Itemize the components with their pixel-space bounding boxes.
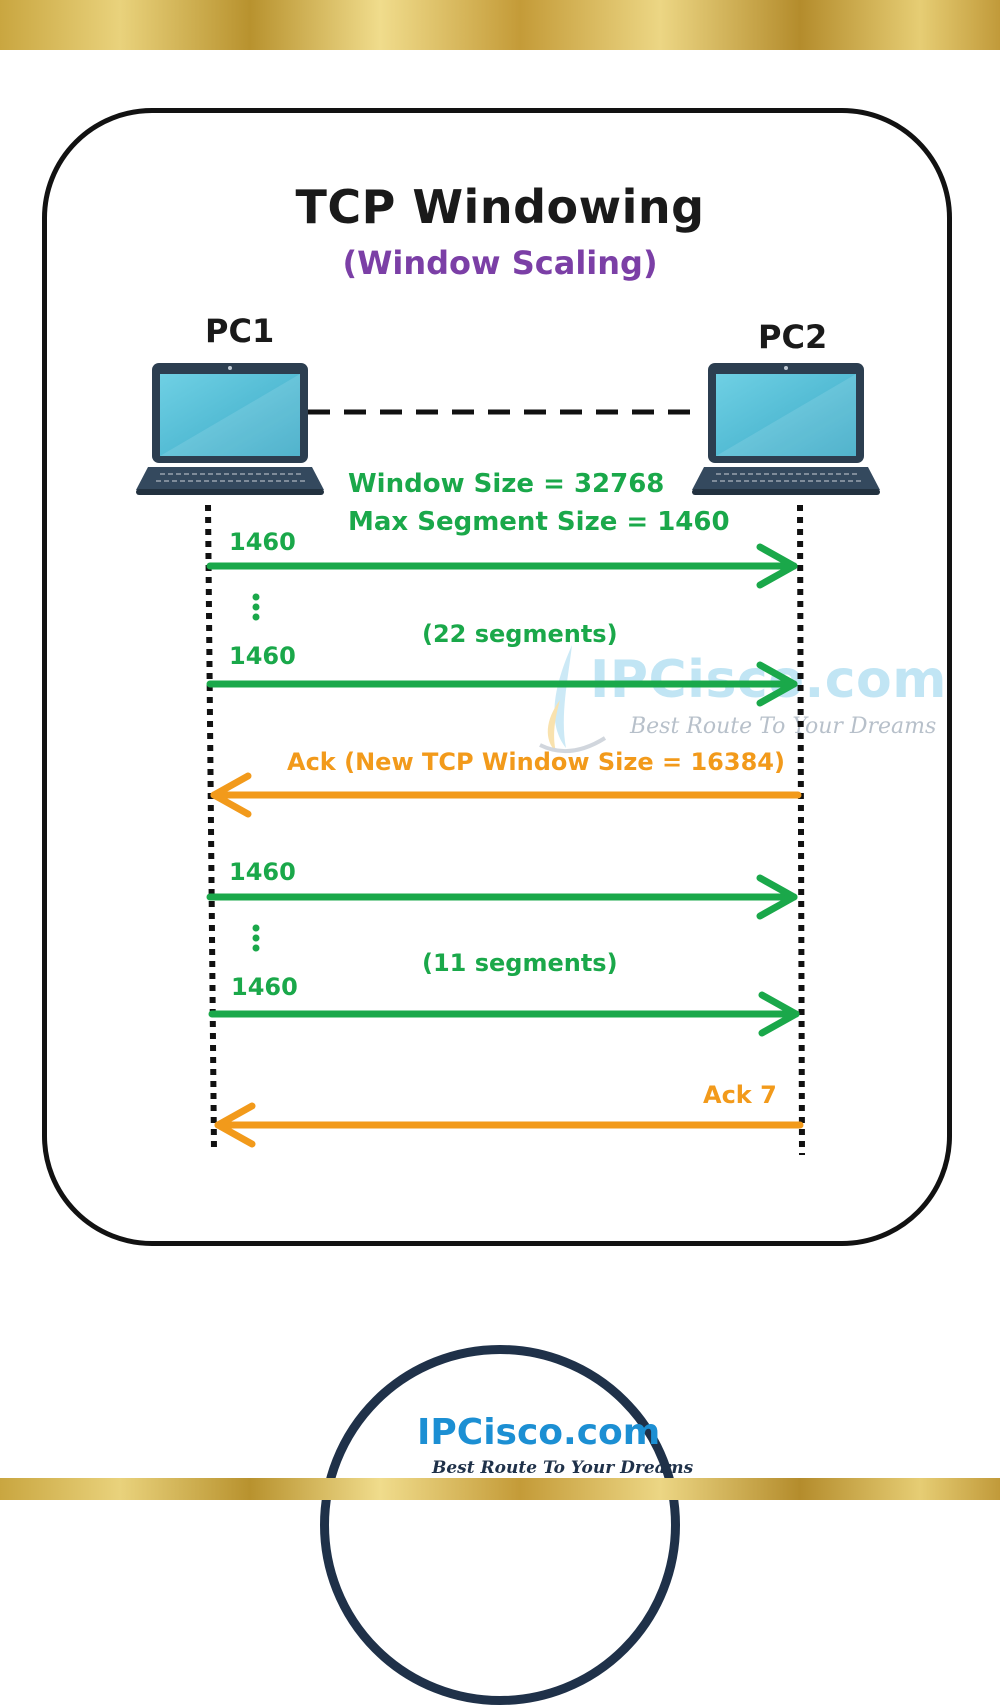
max-segment-label: Max Segment Size = 1460 bbox=[348, 507, 730, 537]
sequence-diagram bbox=[136, 363, 880, 1487]
diagram-title: TCP Windowing bbox=[295, 180, 705, 234]
ellipsis-dots bbox=[252, 924, 260, 952]
data-arrow bbox=[206, 661, 798, 707]
data-arrow bbox=[206, 543, 798, 589]
segment-label: 1460 bbox=[229, 642, 296, 670]
gold-border-top bbox=[0, 0, 1000, 50]
segment-count-label: (22 segments) bbox=[422, 620, 618, 648]
footer-logo-tagline: Best Route To Your Dreams bbox=[432, 1458, 694, 1478]
data-arrow bbox=[208, 991, 800, 1037]
ack-arrow bbox=[210, 772, 802, 818]
window-size-label: Window Size = 32768 bbox=[348, 469, 665, 499]
footer-logo-badge bbox=[320, 1345, 680, 1705]
watermark-tagline: Best Route To Your Dreams bbox=[630, 714, 937, 739]
footer-logo-brand: IPCisco.com bbox=[417, 1412, 661, 1453]
watermark-sail-icon bbox=[539, 645, 607, 754]
segment-label: 1460 bbox=[229, 528, 296, 556]
pc2-laptop-icon bbox=[692, 363, 880, 495]
pc2-label: PC2 bbox=[758, 318, 828, 356]
ack-arrow bbox=[214, 1102, 804, 1148]
pc1-laptop-icon bbox=[136, 363, 324, 495]
diagram-subtitle: (Window Scaling) bbox=[342, 244, 658, 282]
segment-label: 1460 bbox=[229, 858, 296, 886]
pc1-lifeline bbox=[205, 504, 217, 1151]
pc2-lifeline bbox=[797, 504, 805, 1156]
gold-border-bottom bbox=[0, 1478, 1000, 1500]
segment-label: 1460 bbox=[231, 973, 298, 1001]
data-arrow bbox=[206, 874, 798, 920]
pc1-label: PC1 bbox=[205, 312, 275, 350]
ack-window-label: Ack (New TCP Window Size = 16384) bbox=[287, 748, 785, 776]
ack-label: Ack 7 bbox=[703, 1081, 777, 1109]
segment-count-label: (11 segments) bbox=[422, 949, 618, 977]
ellipsis-dots bbox=[252, 593, 260, 621]
